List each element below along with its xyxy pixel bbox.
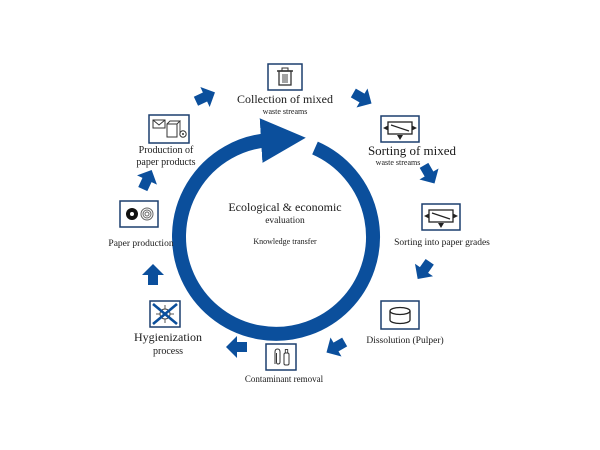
stage-dissolution-label: Dissolution (Pulper) <box>366 335 443 346</box>
flow-arrow-2 <box>350 88 372 108</box>
stage-hygienization-sublabel: process <box>153 346 183 357</box>
stage-production-products-label: Production of <box>139 145 194 156</box>
pulper-drum-icon <box>380 300 420 330</box>
stage-contaminant-removal: Contaminant removal <box>245 343 324 384</box>
stage-contaminant-removal-label: Contaminant removal <box>245 374 324 384</box>
stage-sorting-grades-label: Sorting into paper grades <box>394 238 490 248</box>
paper-products-icon <box>148 114 190 144</box>
trash-bin-icon <box>267 63 303 91</box>
flow-arrow-6 <box>226 336 247 358</box>
center-note: Knowledge transfer <box>253 237 317 246</box>
stage-paper-production: Paper production <box>108 200 174 249</box>
flow-arrow-5 <box>326 337 348 357</box>
flow-arrow-4 <box>414 258 434 280</box>
flow-arrow-1 <box>193 87 215 107</box>
crossed-bacteria-icon <box>149 300 181 328</box>
center-subtitle: evaluation <box>265 216 305 226</box>
stage-collection-label: Collection of mixed <box>237 92 333 106</box>
flow-arrow-8 <box>137 170 157 192</box>
flow-arrow-7 <box>142 264 164 285</box>
stage-sorting-mixed-sublabel: waste streams <box>376 158 421 167</box>
cycle-ring-arrow <box>172 118 380 341</box>
stage-collection-sublabel: waste streams <box>263 107 308 116</box>
stage-sorting-grades: Sorting into paper grades <box>394 203 490 248</box>
sorting-machine-icon <box>380 115 420 143</box>
stage-production-products-sublabel: paper products <box>136 157 195 168</box>
stage-paper-production-label: Paper production <box>108 239 173 249</box>
flow-arrow-3 <box>419 162 439 184</box>
stage-sorting-mixed: Sorting of mixed waste streams <box>368 115 457 167</box>
stage-sorting-mixed-label: Sorting of mixed <box>368 143 457 158</box>
stage-production-products: Production of paper products <box>136 114 196 168</box>
paper-roll-icon <box>119 200 159 228</box>
sorting-machine-icon <box>421 203 461 231</box>
stage-hygienization: Hygienization process <box>134 300 202 357</box>
stage-collection: Collection of mixed waste streams <box>237 63 333 116</box>
stage-dissolution: Dissolution (Pulper) <box>366 300 444 346</box>
paperclip-bottle-icon <box>265 343 297 371</box>
stage-hygienization-label: Hygienization <box>134 330 202 344</box>
center-title: Ecological & economic <box>228 200 341 214</box>
